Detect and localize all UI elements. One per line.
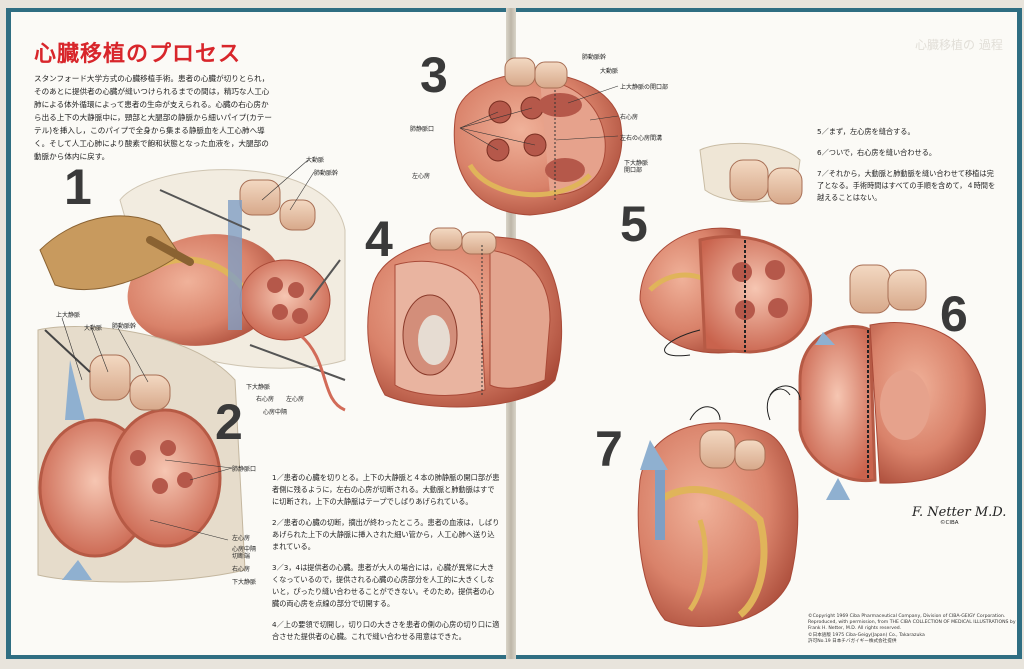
step-number-1: 1 xyxy=(64,159,92,215)
label-pulmonary-trunk-2: 肺動脈幹 xyxy=(112,323,137,330)
step-number-5: 5 xyxy=(620,196,648,252)
label-right-atrium-3: 右心房 xyxy=(620,114,639,121)
note-step-4: 4／上の要領で切開し，切り口の大きさを患者の側の心房の切り口に適合させた提供者の… xyxy=(272,620,500,641)
step-number-7: 7 xyxy=(595,421,623,477)
label-aorta-2: 大動脈 xyxy=(84,325,103,332)
label-svc-opening: 上大静脈の開口部 xyxy=(620,84,669,91)
artist-signature-sub: ©CIBA xyxy=(940,520,959,526)
step-number-3: 3 xyxy=(420,47,448,103)
figure-6-illustration xyxy=(769,264,986,500)
figure-4-illustration xyxy=(367,227,563,408)
intro-paragraph: スタンフォード大学方式の心臓移植手術。患者の心臓が切りとられ，そのあとに提供者の… xyxy=(34,74,272,161)
label-inferior-vena-cava: 下大静脈 xyxy=(246,384,271,391)
copyright-notice: ©Copyright 1969 Ciba Pharmaceutical Comp… xyxy=(808,614,1016,644)
label-ivc-opening: 下大静脈 開口部 xyxy=(624,160,649,174)
label-superior-vena-cava: 上大静脈 xyxy=(56,312,81,319)
label-right-atrium-2: 右心房 xyxy=(232,566,251,573)
figure-2-illustration xyxy=(37,326,246,583)
note-step-7: 7／それから，大動脈と肺動脈を縫い合わせて移植は完了となる。手術時間はすべての手… xyxy=(817,169,996,202)
faded-header-text: 心臓移植の 過程 xyxy=(915,38,1003,52)
step-number-2: 2 xyxy=(215,394,243,450)
label-pulmonary-trunk: 肺動脈幹 xyxy=(314,170,339,177)
note-step-5: 5／まず，左心房を縫合する。 xyxy=(817,127,915,136)
notes-steps-1-4: 1／患者の心臓を切りとる。上下の大静脈と４本の肺静脈の開口部が患者側に残るように… xyxy=(272,472,500,652)
figure-7-illustration xyxy=(637,388,799,627)
figure-1-illustration xyxy=(39,169,346,412)
label-interatrial-groove: 左右の心房間溝 xyxy=(620,135,663,142)
label-septum-cut-edge: 心房中隔 切断端 xyxy=(232,546,257,560)
label-left-atrium: 左心房 xyxy=(286,396,305,403)
label-aorta-3: 大動脈 xyxy=(600,68,619,75)
figure-5-illustration xyxy=(639,143,813,357)
notes-steps-5-7: 5／まず，左心房を縫合する。 6／ついで，右心房を縫い合わせる。 7／それから，… xyxy=(817,126,997,213)
label-atrial-septum: 心房中隔 xyxy=(263,409,288,416)
label-left-atrium-2: 左心房 xyxy=(232,535,251,542)
step-number-4: 4 xyxy=(365,211,393,267)
label-left-atrium-3: 左心房 xyxy=(412,173,431,180)
label-pulmonary-vein-openings-3: 肺静脈口 xyxy=(410,126,435,133)
label-pulmonary-vein-openings: 肺静脈口 xyxy=(232,466,257,473)
label-right-atrium: 右心房 xyxy=(256,396,275,403)
label-inferior-vena-cava-2: 下大静脈 xyxy=(232,579,257,586)
note-step-6: 6／ついで，右心房を縫い合わせる。 xyxy=(817,148,937,157)
page-title: 心臓移植のプロセス xyxy=(34,42,242,67)
label-aorta: 大動脈 xyxy=(306,157,325,164)
artist-signature: F. Netter M.D. xyxy=(912,505,1007,520)
note-step-1: 1／患者の心臓を切りとる。上下の大静脈と４本の肺静脈の開口部が患者側に残るように… xyxy=(272,473,500,506)
leader-lines xyxy=(61,85,619,541)
note-step-3: 3／3，4は提供者の心臓。患者が大人の場合には，心臓が異常に大きくなっているので… xyxy=(272,563,495,608)
figure-3-illustration xyxy=(453,57,623,216)
step-number-6: 6 xyxy=(940,286,968,342)
note-step-2: 2／患者の心臓の切断，摘出が終わったところ。患者の血液は，しばりあげられた上下の… xyxy=(272,518,500,551)
label-pulmonary-trunk-3: 肺動脈幹 xyxy=(582,54,607,61)
